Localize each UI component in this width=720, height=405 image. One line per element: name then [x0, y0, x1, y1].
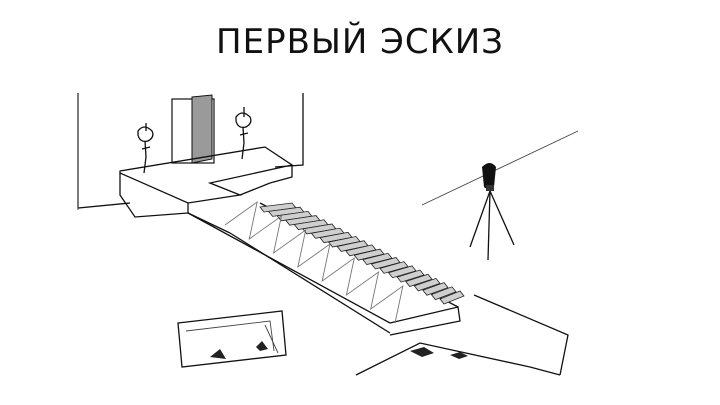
- lower-papers: [177, 310, 287, 368]
- staircase-steps: [259, 202, 465, 305]
- stair-tread: [430, 286, 457, 301]
- ramp-truss: [224, 200, 404, 324]
- performer-figure-left: [137, 123, 154, 174]
- stair-tread: [387, 265, 417, 279]
- spotlight-icon: [421, 130, 579, 261]
- slide-title: ПЕРВЫЙ ЭСКИЗ: [216, 22, 504, 62]
- stair-tread: [396, 269, 425, 283]
- lower-table: [355, 294, 569, 376]
- stair-tread: [413, 277, 441, 292]
- stair-tread: [439, 290, 465, 305]
- stair-tread: [422, 282, 449, 296]
- performer-figure-right: [235, 107, 252, 160]
- stage-sketch: [77, 93, 579, 376]
- truss-zigzag: [224, 200, 404, 324]
- door: [171, 94, 215, 164]
- stair-tread: [405, 273, 433, 287]
